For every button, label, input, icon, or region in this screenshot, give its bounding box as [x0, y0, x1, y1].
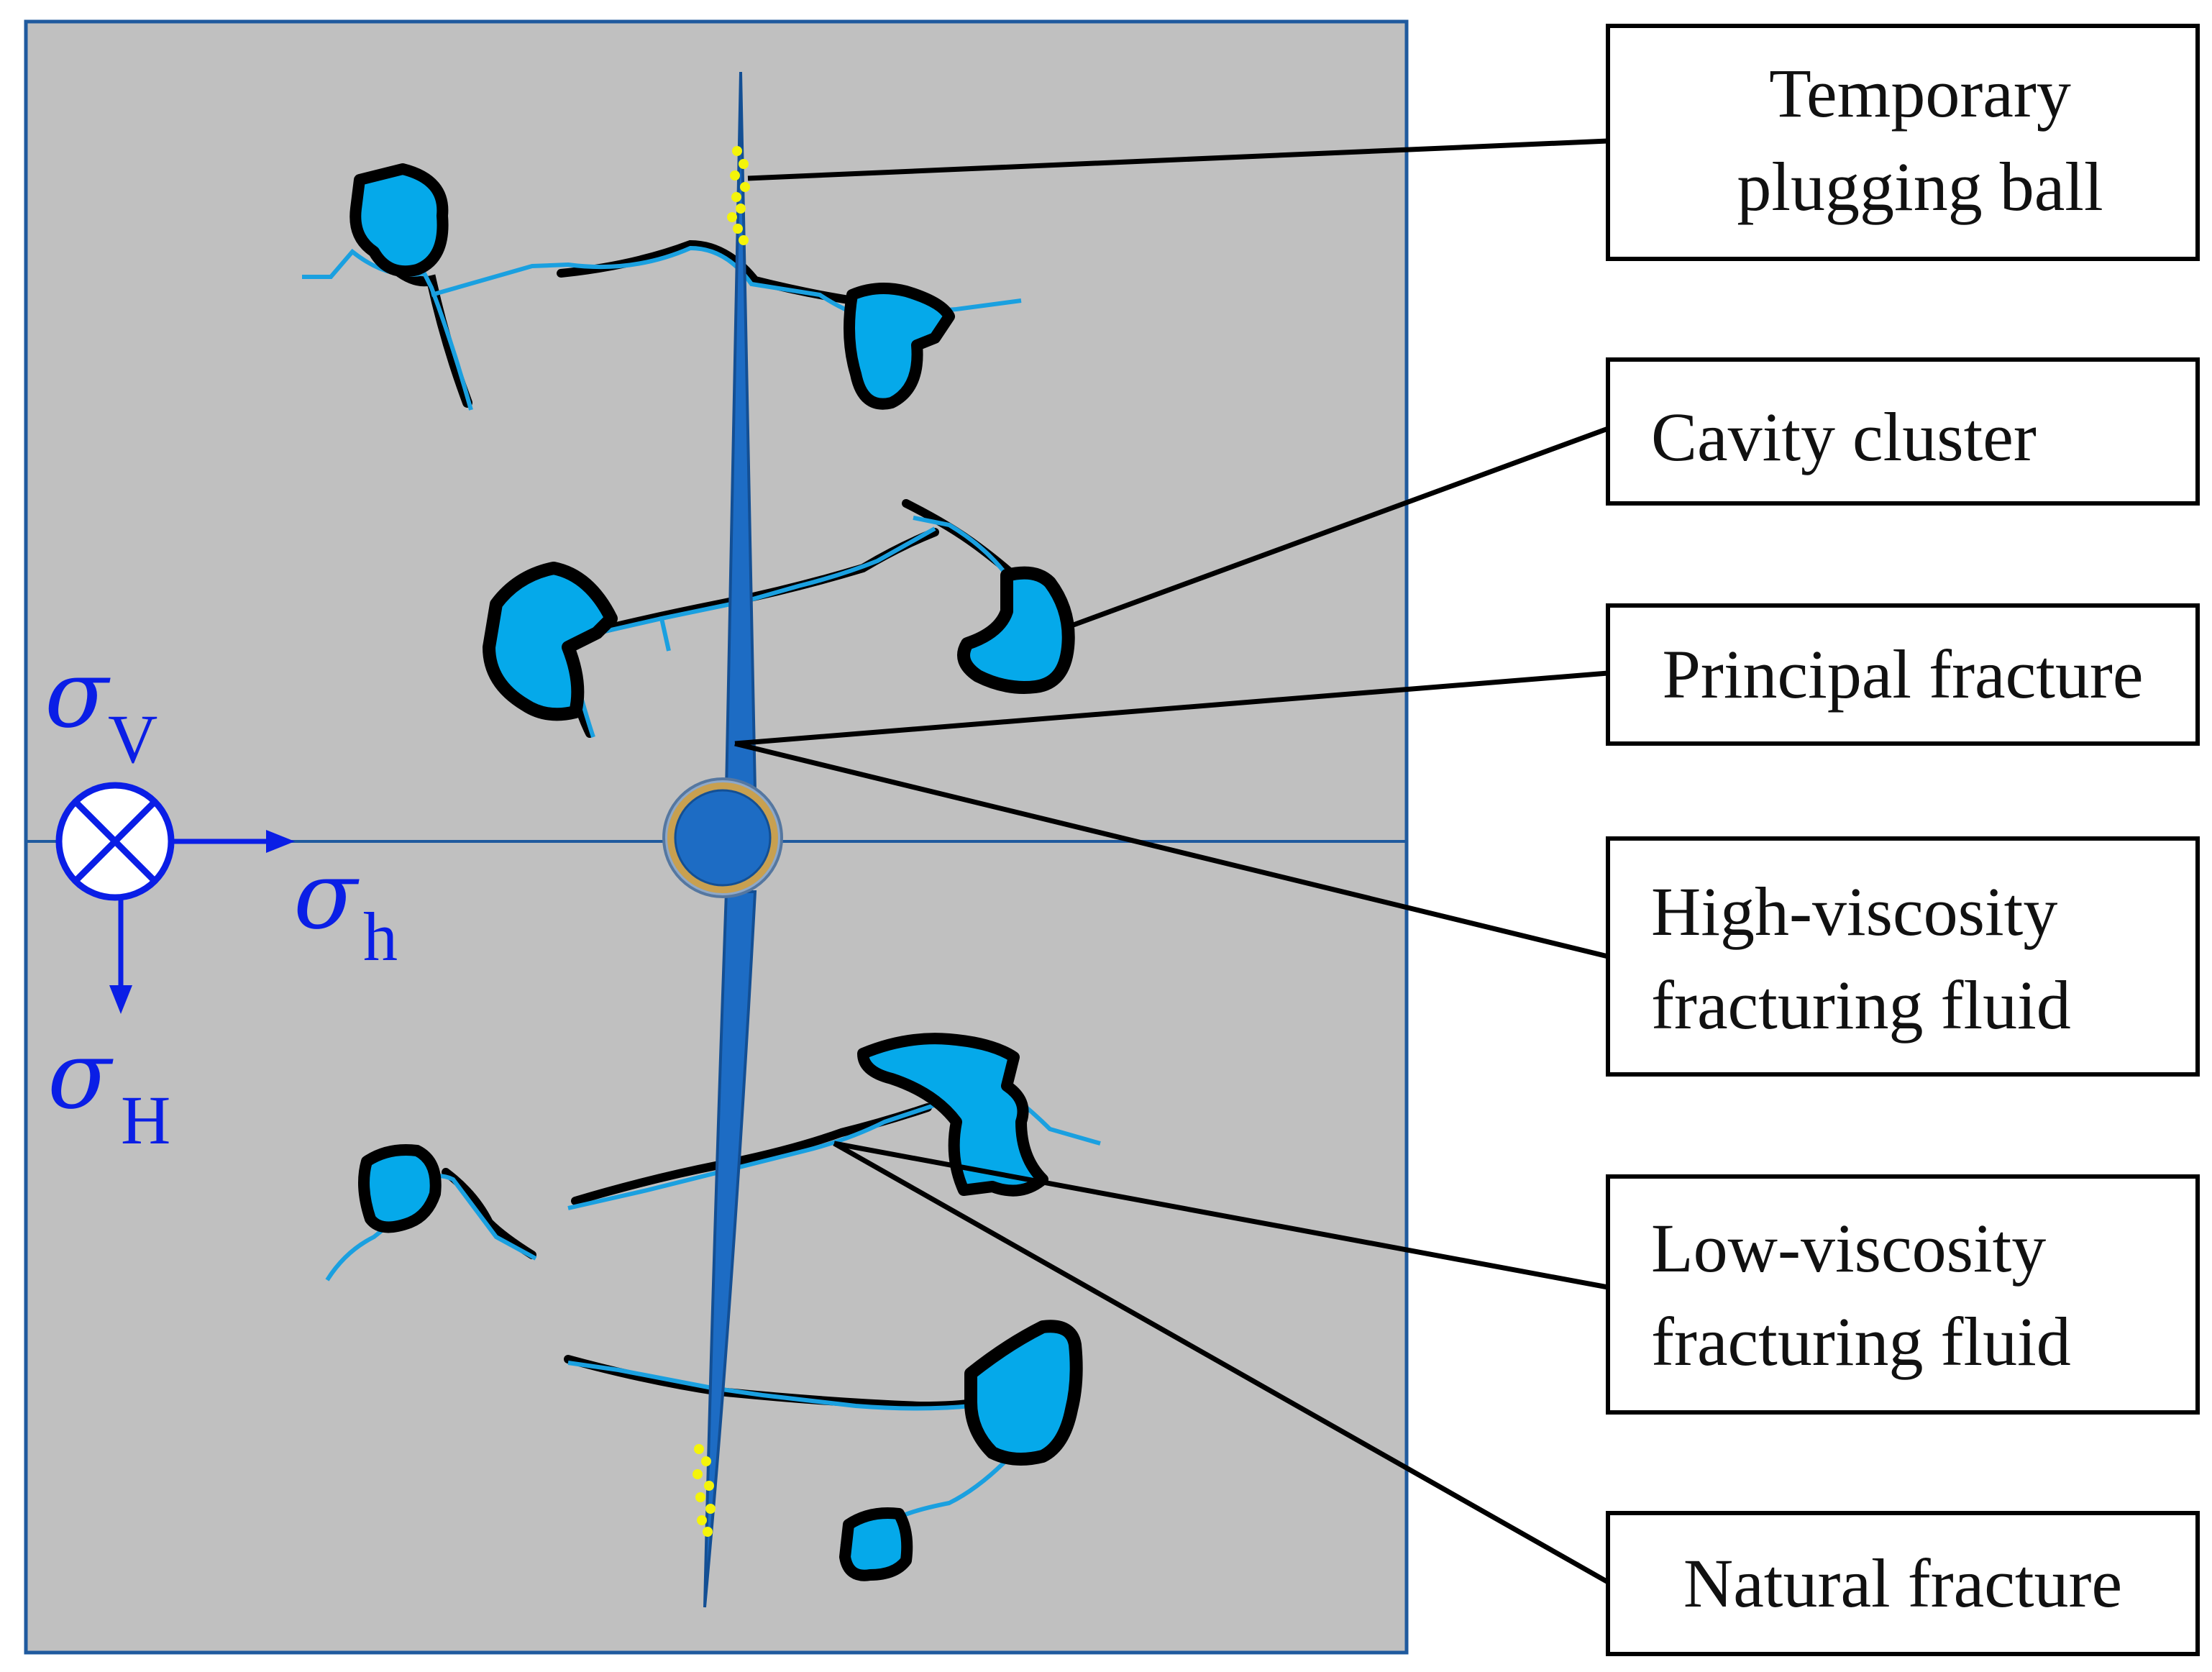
arrowhead-icon [109, 985, 132, 1014]
label-text: Natural fracture [1683, 1545, 2122, 1622]
sigma-h-symbol: σ [293, 841, 360, 950]
plugging-balls-lower [693, 1444, 716, 1537]
label-line-1: Low-viscosity [1651, 1210, 2046, 1287]
label-text: Principal fracture [1663, 636, 2144, 713]
cavity-icon [839, 1507, 913, 1581]
cavity-icon [857, 1033, 1048, 1197]
label-text: Cavity cluster [1651, 398, 2037, 475]
wellbore [662, 777, 783, 898]
sigma-v-subscript: V [108, 700, 157, 777]
leader-cavity-cluster [1070, 426, 1609, 629]
label-natural-fracture: Natural fracture [1606, 1511, 2200, 1656]
leader-principal-fracture [734, 670, 1609, 746]
principal-fracture [703, 71, 757, 1608]
label-cavity-cluster: Cavity cluster [1606, 357, 2200, 506]
label-line-1: Temporary [1769, 55, 2071, 132]
label-line-1: High-viscosity [1651, 873, 2057, 950]
label-line-2: fracturing fluid [1651, 1303, 2071, 1380]
sigma-H-subscript: H [121, 1082, 170, 1159]
leader-natural-fracture [833, 1141, 1609, 1585]
sigma-v-symbol: σ [45, 639, 111, 749]
cavity-icon [957, 566, 1075, 694]
leader-low-viscosity [833, 1141, 1609, 1290]
natural-fracture-group-2 [483, 499, 1075, 738]
cavity-icon [358, 1144, 442, 1233]
cavity-icon [964, 1320, 1083, 1466]
plugging-balls-upper [727, 146, 750, 245]
natural-fracture-group-4 [564, 1320, 1083, 1581]
sigma-H-symbol: σ [47, 1020, 114, 1130]
label-low-viscosity-fluid: Low-viscosity fracturing fluid [1606, 1174, 2200, 1415]
label-temporary-plugging-ball: Temporary plugging ball [1606, 24, 2200, 261]
label-high-viscosity-fluid: High-viscosity fracturing fluid [1606, 836, 2200, 1077]
label-line-2: fracturing fluid [1651, 967, 2071, 1043]
leader-high-viscosity [734, 741, 1609, 959]
natural-fracture-group-3 [325, 1033, 1101, 1282]
label-line-2: plugging ball [1737, 148, 2103, 225]
natural-fracture-group-1 [302, 163, 1022, 411]
sigma-h-subscript: h [363, 898, 398, 975]
cavity-icon [483, 562, 618, 721]
cavity-icon [349, 163, 449, 278]
stress-indicator: σ V σ h σ H [45, 639, 398, 1159]
leader-lines [734, 138, 1609, 1585]
arrowhead-icon [266, 830, 295, 853]
label-principal-fracture: Principal fracture [1606, 603, 2200, 746]
leader-plugging-ball [747, 138, 1609, 181]
cavity-icon [844, 283, 955, 410]
